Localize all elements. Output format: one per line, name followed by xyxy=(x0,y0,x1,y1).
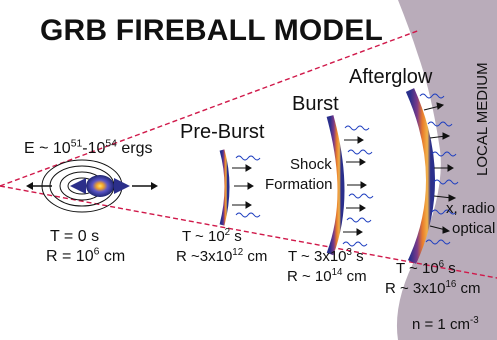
burst-shell xyxy=(326,115,345,256)
burst-arrows xyxy=(343,136,367,236)
afterglow-radius-label: R ~ 3x1016 cm xyxy=(385,279,481,297)
preburst-shell xyxy=(219,149,230,226)
cone-lower-edge xyxy=(0,185,497,279)
preburst-radius-label: R ~3x1012 cm xyxy=(176,247,268,265)
energy-label: E ~ 1051-1054 ergs xyxy=(24,138,153,157)
local-medium-region xyxy=(396,0,497,340)
origin-jet-left xyxy=(70,178,86,194)
afterglow-shell xyxy=(405,88,435,264)
shock-label-line2: Formation xyxy=(265,176,333,193)
origin-time-label: T = 0 s xyxy=(50,228,100,245)
origin-core xyxy=(86,175,114,197)
diagram-title: GRB FIREBALL MODEL xyxy=(40,14,384,47)
density-label: n = 1 cm-3 xyxy=(412,315,479,333)
cone-upper-edge xyxy=(0,29,421,187)
shock-label-line1: Shock xyxy=(290,156,332,173)
preburst-arrows xyxy=(232,164,254,209)
afterglow-time-label: T ~ 106 s xyxy=(396,259,456,277)
preburst-time-label: T ~ 102 s xyxy=(182,227,242,245)
stage-label-preburst: Pre-Burst xyxy=(180,121,265,143)
local-medium-label: LOCAL MEDIUM xyxy=(474,62,491,176)
burst-radius-label: R ~ 1014 cm xyxy=(287,267,367,285)
emission-label-line1: x, radio xyxy=(446,200,496,217)
burst-waves xyxy=(342,125,374,247)
preburst-waves xyxy=(235,155,261,218)
emission-label-line2: optical xyxy=(452,220,496,237)
afterglow-waves xyxy=(419,93,459,245)
origin-jet-right xyxy=(114,178,130,194)
origin-radius-label: R = 106 cm xyxy=(46,246,126,265)
burst-time-label: T ~ 3x103 s xyxy=(288,247,364,265)
afterglow-arrows xyxy=(423,102,457,234)
stage-label-afterglow: Afterglow xyxy=(349,66,433,88)
stage-label-burst: Burst xyxy=(292,93,339,115)
